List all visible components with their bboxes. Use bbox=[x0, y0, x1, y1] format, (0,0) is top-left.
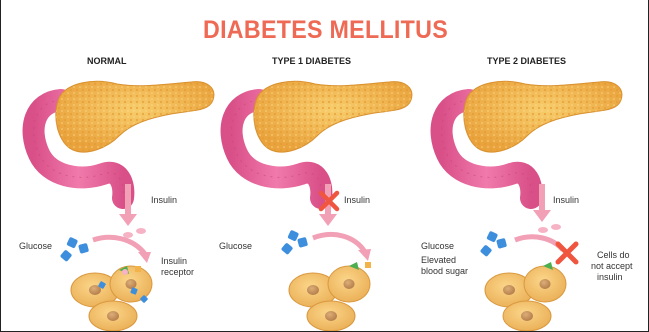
panel-type2 bbox=[442, 81, 622, 331]
cells-label-line1: Cells do bbox=[597, 250, 630, 261]
insulin-label: Insulin bbox=[553, 195, 579, 206]
receptor-label-line2: receptor bbox=[161, 267, 194, 278]
insulin-label: Insulin bbox=[151, 195, 177, 206]
insulin-molecule-icon bbox=[538, 227, 548, 233]
glucose-icon bbox=[60, 237, 89, 262]
glucose-label: Glucose bbox=[19, 241, 52, 252]
insulin-arrowhead bbox=[119, 214, 137, 226]
pancreas-icon bbox=[442, 81, 622, 198]
heading-type1: TYPE 1 DIABETES bbox=[272, 56, 351, 66]
pancreas-icon bbox=[232, 81, 412, 198]
heading-normal: NORMAL bbox=[87, 56, 127, 66]
cells-label-line3: insulin bbox=[597, 272, 623, 283]
elevated-label-line1: Elevated bbox=[421, 255, 456, 266]
pancreas-icon bbox=[34, 81, 214, 198]
heading-type2: TYPE 2 DIABETES bbox=[487, 56, 566, 66]
receptor-label-line1: Insulin bbox=[161, 256, 187, 267]
insulin-molecule-icon bbox=[136, 228, 146, 234]
cells-label-line2: not accept bbox=[591, 261, 633, 272]
panel-type1 bbox=[232, 81, 412, 331]
insulin-label: Insulin bbox=[344, 195, 370, 206]
elevated-label-line2: blood sugar bbox=[421, 266, 468, 277]
glucose-label: Glucose bbox=[219, 241, 252, 252]
insulin-molecule-icon bbox=[551, 224, 561, 230]
glucose-icon bbox=[480, 231, 507, 257]
cell-cluster-icon bbox=[485, 266, 566, 331]
glucose-icon bbox=[281, 230, 308, 255]
glucose-label: Glucose bbox=[421, 241, 454, 252]
block-x-icon bbox=[558, 244, 576, 262]
cell-cluster-icon bbox=[289, 266, 370, 331]
cell-cluster-icon bbox=[71, 266, 152, 331]
glucose-flow-arrow bbox=[313, 234, 365, 252]
panel-normal bbox=[34, 81, 214, 331]
glucose-flow-arrow bbox=[93, 237, 145, 254]
